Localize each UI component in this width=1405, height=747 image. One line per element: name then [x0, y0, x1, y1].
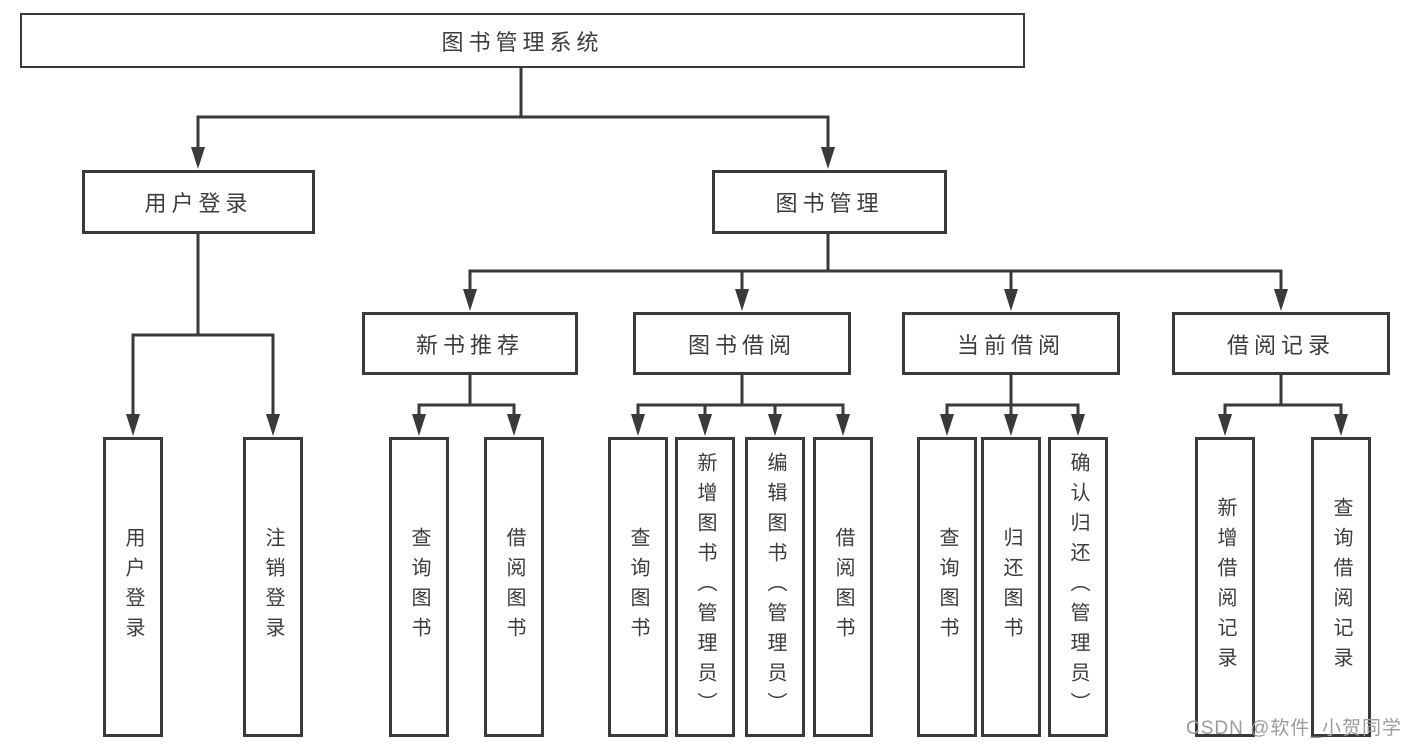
- leaf-add-borrow-record: 新增借阅记录: [1195, 437, 1255, 737]
- node-current-borrow-label: 当前借阅: [956, 332, 1065, 358]
- leaf-return-book: 归还图书: [981, 437, 1041, 737]
- leaf-current-query-books-label: 查询图书: [936, 527, 958, 647]
- leaf-borrow-books-label: 借阅图书: [832, 527, 854, 647]
- leaf-confirm-return-admin-label: 确认归还（管理员）: [1067, 452, 1089, 722]
- node-root: 图书管理系统: [20, 13, 1025, 68]
- leaf-query-borrow-record: 查询借阅记录: [1311, 437, 1371, 737]
- leaf-current-query-books: 查询图书: [917, 437, 977, 737]
- node-book-borrow-label: 图书借阅: [687, 332, 796, 358]
- leaf-user-login-label: 用户登录: [122, 527, 144, 647]
- node-user-login: 用户登录: [82, 170, 315, 234]
- node-current-borrow: 当前借阅: [902, 312, 1120, 375]
- leaf-add-borrow-record-label: 新增借阅记录: [1214, 497, 1236, 677]
- node-new-book-recommend-label: 新书推荐: [415, 332, 524, 358]
- leaf-query-borrow-record-label: 查询借阅记录: [1330, 497, 1352, 677]
- watermark: CSDN @软件_小贺同学: [1186, 718, 1402, 739]
- leaf-recommend-query-books: 查询图书: [389, 437, 449, 737]
- leaf-borrow-query-books-label: 查询图书: [627, 527, 649, 647]
- leaf-logout-label: 注销登录: [262, 527, 284, 647]
- node-user-login-label: 用户登录: [144, 191, 253, 216]
- leaf-user-login: 用户登录: [103, 437, 163, 737]
- leaf-borrow-query-books: 查询图书: [608, 437, 668, 737]
- node-borrow-record-label: 借阅记录: [1226, 332, 1335, 358]
- leaf-logout: 注销登录: [243, 437, 303, 737]
- node-new-book-recommend: 新书推荐: [362, 312, 578, 375]
- leaf-recommend-borrow-books-label: 借阅图书: [503, 527, 525, 647]
- node-book-borrow: 图书借阅: [633, 312, 851, 375]
- leaf-confirm-return-admin: 确认归还（管理员）: [1048, 437, 1108, 737]
- leaf-add-book-admin-label: 新增图书（管理员）: [694, 452, 716, 722]
- leaf-edit-book-admin: 编辑图书（管理员）: [745, 437, 805, 737]
- leaf-recommend-query-books-label: 查询图书: [408, 527, 430, 647]
- arrowheads: [126, 147, 1348, 436]
- leaf-edit-book-admin-label: 编辑图书（管理员）: [764, 452, 786, 722]
- leaf-recommend-borrow-books: 借阅图书: [484, 437, 544, 737]
- leaf-add-book-admin: 新增图书（管理员）: [675, 437, 735, 737]
- node-borrow-record: 借阅记录: [1172, 312, 1390, 375]
- leaf-return-book-label: 归还图书: [1000, 527, 1022, 647]
- leaf-borrow-books: 借阅图书: [813, 437, 873, 737]
- node-book-management: 图书管理: [712, 170, 947, 234]
- node-book-management-label: 图书管理: [775, 191, 884, 216]
- node-root-label: 图书管理系统: [441, 29, 604, 55]
